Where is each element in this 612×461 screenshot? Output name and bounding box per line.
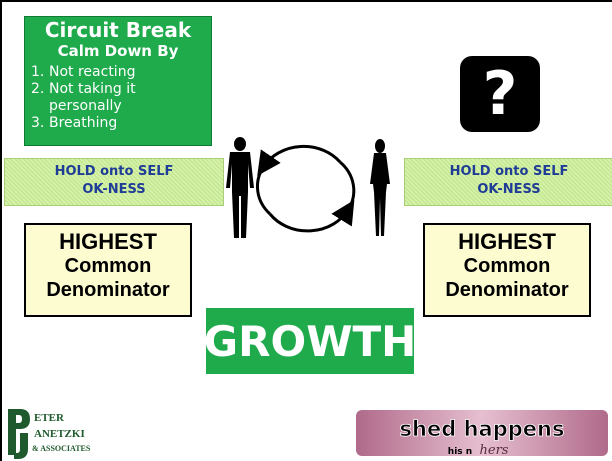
hold-label-line2: OK-NESS [82,182,146,197]
peter-panetzki-logo: ETER ANETZKI & ASSOCIATES [6,405,124,461]
hold-label-right: HOLD onto SELF OK-NESS [405,163,612,199]
list-item: 2. Not taking it personally [31,81,211,115]
logo-line2: ANETZKI [34,428,85,440]
shed-happens-logo: shed happens his n hers [356,410,608,458]
highest-common-denominator-left: HIGHEST Common Denominator [24,223,192,317]
list-item-text: Not taking it personally [49,81,136,114]
hcd-line3: Denominator [46,279,170,301]
question-mark-icon: ? [460,56,540,132]
logo-right-line3: hers [480,443,509,458]
hold-label-line2: OK-NESS [477,182,541,197]
woman-silhouette-icon [370,139,390,236]
hold-label-line1: HOLD onto SELF [449,164,569,179]
list-item-text: Not reacting [49,64,136,80]
circuit-break-title: Circuit Break [44,18,192,42]
hcd-line2: Common [463,255,551,277]
list-item-number: 2. [31,81,45,97]
circuit-break-subtitle: Calm Down By [57,42,179,60]
people-cycle-illustration [226,137,390,238]
logo-right-line1: shed happens [400,417,565,441]
growth-banner: GROWTH [204,308,416,374]
highest-common-denominator-right: HIGHEST Common Denominator [423,223,591,317]
circuit-break-box: Circuit Break Calm Down By 1. Not reacti… [24,16,212,146]
hold-band-left: HOLD onto SELF OK-NESS [4,158,224,206]
man-silhouette-icon [226,137,254,238]
hold-band-right: HOLD onto SELF OK-NESS [404,158,612,206]
list-item: 1. Not reacting [31,64,211,81]
list-item-text: Breathing [49,115,118,131]
list-item: 3. Breathing [31,115,211,132]
hold-label-left: HOLD onto SELF OK-NESS [5,163,223,199]
cycle-arrows-icon [256,144,356,233]
hold-label-line1: HOLD onto SELF [54,164,174,179]
circuit-break-list: 1. Not reacting 2. Not taking it persona… [31,64,211,132]
list-item-number: 3. [31,115,45,131]
hcd-line2: Common [64,255,152,277]
list-item-number: 1. [31,64,45,80]
logo-right-line2: his n [448,447,472,457]
hcd-line1: HIGHEST [458,229,556,254]
hcd-line3: Denominator [445,279,569,301]
logo-line3: & ASSOCIATES [32,444,91,453]
hcd-line1: HIGHEST [59,229,157,254]
question-mark-glyph: ? [482,59,518,129]
logo-line1: ETER [34,412,65,424]
